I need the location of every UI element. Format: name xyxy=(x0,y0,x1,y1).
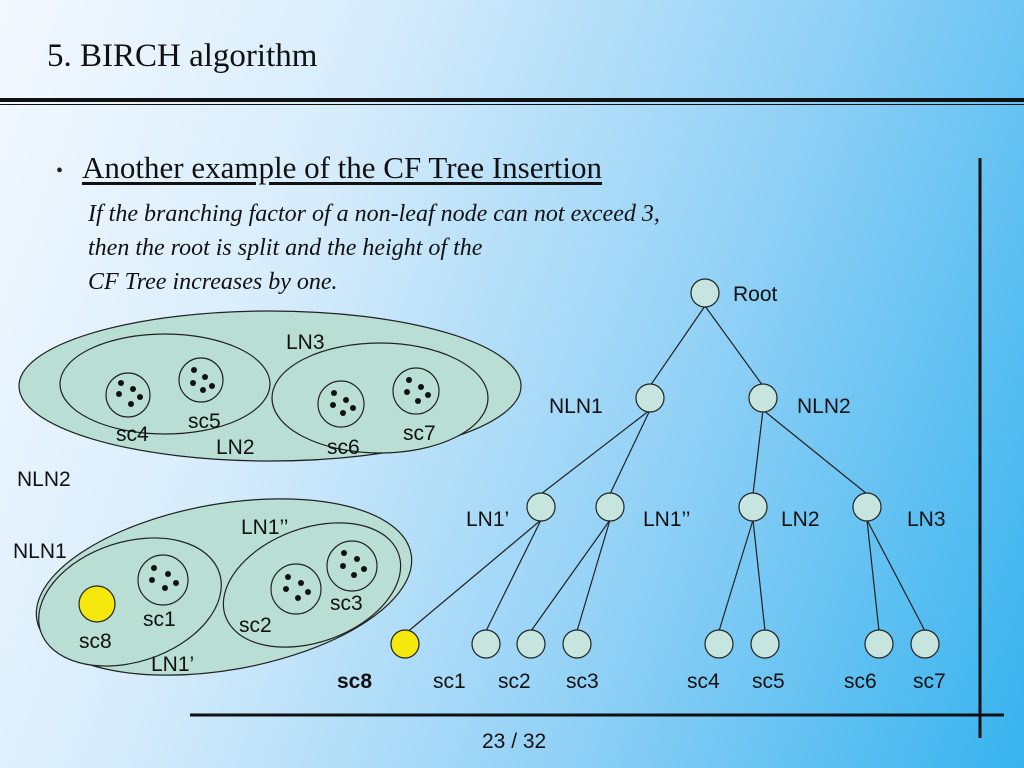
tree-node-ln1a xyxy=(526,492,556,522)
description-line-3: CF Tree increases by one. xyxy=(88,269,338,295)
tree-label-sc5: sc5 xyxy=(752,670,785,693)
cluster-sc8-circle xyxy=(78,585,116,623)
label-sc4-cluster: sc4 xyxy=(116,423,149,446)
tree-leaf-sc4 xyxy=(704,629,734,659)
cluster-sc1-circle xyxy=(137,554,189,606)
tree-label-nln1: NLN1 xyxy=(549,395,603,418)
tree-leaf-sc7 xyxy=(910,629,940,659)
cluster-sc5-circle xyxy=(178,357,224,403)
tree-label-sc1: sc1 xyxy=(433,670,466,693)
tree-label-sc3: sc3 xyxy=(566,670,599,693)
tree-leaf-sc8 xyxy=(390,629,420,659)
cluster-sc3-circle xyxy=(326,540,378,592)
cluster-sc6-circle xyxy=(317,380,365,428)
bullet-marker: • xyxy=(56,160,64,182)
label-sc2-cluster: sc2 xyxy=(239,614,272,637)
tree-label-ln1b: LN1’’ xyxy=(643,508,690,531)
cluster-sc2-circle xyxy=(270,563,322,615)
label-ln2-cluster: LN2 xyxy=(216,436,255,459)
tree-label-sc8: sc8 xyxy=(337,670,372,693)
title-divider-thick xyxy=(0,98,1024,102)
tree-label-sc7: sc7 xyxy=(913,670,946,693)
tree-label-ln3: LN3 xyxy=(907,508,946,531)
label-sc5-cluster: sc5 xyxy=(188,410,221,433)
tree-leaf-sc2 xyxy=(516,629,546,659)
label-nln2-cluster: NLN2 xyxy=(17,468,71,491)
label-sc8-cluster: sc8 xyxy=(79,630,112,653)
label-sc7-cluster: sc7 xyxy=(403,422,436,445)
label-ln3-cluster: LN3 xyxy=(286,331,325,354)
label-sc3-cluster: sc3 xyxy=(330,592,363,615)
cluster-ln2-ellipse xyxy=(59,333,271,435)
tree-label-sc2: sc2 xyxy=(498,670,531,693)
label-sc1-cluster: sc1 xyxy=(143,608,176,631)
bullet-heading: Another example of the CF Tree Insertion xyxy=(82,150,603,185)
page-indicator: 23 / 32 xyxy=(482,730,547,753)
label-ln1a-cluster: LN1’ xyxy=(151,653,194,676)
title-divider-thin xyxy=(0,104,1024,105)
cluster-nln1 xyxy=(35,498,413,676)
tree-leaf-sc5 xyxy=(750,629,780,659)
description-line-2: then the root is split and the height of… xyxy=(88,235,483,261)
tree-node-nln1 xyxy=(635,383,665,413)
tree-nodes xyxy=(471,278,940,659)
cluster-points-nln2 xyxy=(116,367,431,416)
tree-label-ln2: LN2 xyxy=(781,508,820,531)
tree-edges xyxy=(404,305,926,635)
tree-label-sc4: sc4 xyxy=(687,670,720,693)
tree-leaf-sc1 xyxy=(471,629,501,659)
tree-node-root xyxy=(690,278,720,308)
tree-label-ln1a: LN1’ xyxy=(466,508,509,531)
label-ln1b-cluster: LN1’’ xyxy=(241,516,288,539)
tree-node-ln2 xyxy=(738,492,768,522)
tree-leaf-sc6 xyxy=(864,629,894,659)
description-line-1: If the branching factor of a non-leaf no… xyxy=(88,201,660,227)
cluster-sc4-circle xyxy=(105,372,151,418)
tree-label-root: Root xyxy=(733,283,778,306)
label-sc6-cluster: sc6 xyxy=(327,436,360,459)
cluster-nln2 xyxy=(18,310,522,462)
tree-label-sc6: sc6 xyxy=(844,670,877,693)
tree-node-ln1b xyxy=(595,492,625,522)
tree-node-ln3 xyxy=(852,492,882,522)
cluster-ln3-ellipse xyxy=(271,342,489,454)
tree-leaf-sc3 xyxy=(562,629,592,659)
tree-label-nln2: NLN2 xyxy=(797,395,851,418)
cluster-sc7-circle xyxy=(392,367,440,415)
label-nln1-cluster: NLN1 xyxy=(13,540,67,563)
tree-node-nln2 xyxy=(748,383,778,413)
cluster-points-nln1 xyxy=(149,550,367,601)
slide-title: 5. BIRCH algorithm xyxy=(47,38,318,74)
